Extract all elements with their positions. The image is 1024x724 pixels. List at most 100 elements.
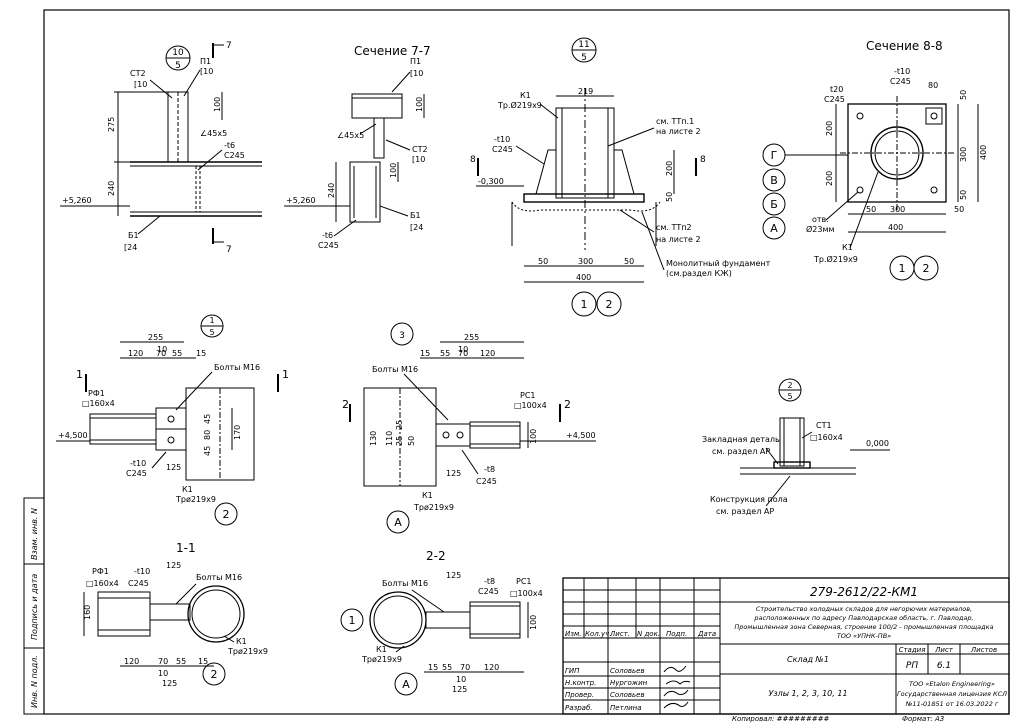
svg-text:см. раздел АР: см. раздел АР: [716, 507, 774, 516]
svg-text:С245: С245: [318, 241, 339, 250]
svg-text:130: 130: [369, 431, 378, 446]
svg-text:[24: [24: [410, 223, 423, 232]
svg-text:80: 80: [928, 81, 938, 90]
stamp-col: Дата: [697, 630, 716, 638]
svg-text:Строительство холодных складов: Строительство холодных складов для негор…: [756, 605, 972, 613]
svg-text:□100х4: □100х4: [514, 401, 547, 410]
svg-text:2: 2: [564, 398, 571, 411]
stamp-col: Кол.уч.: [585, 630, 611, 638]
signature: [663, 665, 691, 709]
svg-text:Закладная деталь: Закладная деталь: [702, 435, 780, 444]
svg-text:□100х4: □100х4: [510, 589, 543, 598]
svg-text:10: 10: [172, 48, 184, 58]
side-label: Инв. N подл.: [30, 655, 39, 708]
svg-text:на листе 2: на листе 2: [656, 127, 701, 136]
svg-text:300: 300: [890, 205, 905, 214]
svg-text:С245: С245: [824, 95, 845, 104]
svg-text:200: 200: [665, 161, 674, 176]
svg-text:45: 45: [203, 414, 212, 424]
svg-text:РС1: РС1: [520, 391, 536, 400]
stamp-role: ГИП: [565, 667, 580, 675]
svg-text:125: 125: [452, 685, 467, 694]
section-title: 1-1: [176, 541, 196, 555]
svg-text:Болты М16: Болты М16: [214, 363, 260, 372]
svg-text:-t10: -t10: [894, 67, 910, 76]
svg-text:Листов: Листов: [970, 646, 997, 654]
svg-text:-0,300: -0,300: [478, 177, 504, 186]
svg-text:Болты М16: Болты М16: [372, 365, 418, 374]
svg-text:П1: П1: [410, 57, 421, 66]
svg-text:110: 110: [385, 431, 394, 446]
svg-text:1: 1: [349, 614, 356, 627]
svg-text:ТОО «УПНК-ПВ»: ТОО «УПНК-ПВ»: [837, 632, 891, 640]
svg-text:Государственная лицензия КСЛ: Государственная лицензия КСЛ: [897, 690, 1007, 698]
svg-text:∠45х5: ∠45х5: [337, 131, 364, 140]
svg-text:50: 50: [407, 436, 416, 446]
svg-text:Трø219х9: Трø219х9: [413, 503, 454, 512]
svg-text:С245: С245: [224, 151, 245, 160]
stamp-col: Подп.: [666, 630, 687, 638]
svg-text:2: 2: [606, 298, 613, 311]
svg-text:1: 1: [209, 316, 214, 325]
svg-text:СТ1: СТ1: [816, 421, 832, 430]
svg-text:7: 7: [226, 245, 232, 255]
svg-text:11: 11: [578, 40, 589, 50]
svg-text:1: 1: [76, 368, 83, 381]
svg-text:№11-01851 от 16.03.2022 г: №11-01851 от 16.03.2022 г: [905, 700, 999, 708]
svg-text:80: 80: [203, 430, 212, 440]
svg-text:П1: П1: [200, 57, 211, 66]
svg-text:+5,260: +5,260: [62, 196, 92, 205]
svg-text:10: 10: [157, 345, 167, 354]
svg-text:45: 45: [203, 446, 212, 456]
svg-text:55: 55: [442, 663, 452, 672]
section-7-7: Сечение 7-7 П1 [10 100 ∠45х5 СТ2 [10 100…: [284, 44, 431, 250]
svg-text:400: 400: [576, 273, 591, 282]
svg-text:С245: С245: [126, 469, 147, 478]
svg-text:6.1: 6.1: [937, 661, 951, 671]
side-label: Подпись и дата: [30, 574, 39, 640]
svg-text:РФ1: РФ1: [88, 389, 105, 398]
svg-text:8: 8: [700, 155, 706, 165]
svg-text:400: 400: [888, 223, 903, 232]
svg-text:200: 200: [825, 121, 834, 136]
side-stamp: [23, 497, 45, 715]
stamp-col: Изм.: [565, 630, 581, 638]
svg-text:70: 70: [460, 663, 470, 672]
node-2: 2 5 СТ1 □160х4 Закладная деталь см. разд…: [702, 378, 890, 516]
svg-text:Промышленная зона Северная, ст: Промышленная зона Северная, строение 100…: [734, 623, 993, 631]
svg-text:50: 50: [866, 205, 876, 214]
svg-text:50: 50: [665, 192, 674, 202]
svg-text:25: 25: [395, 436, 404, 446]
svg-text:400: 400: [979, 145, 988, 160]
svg-text:100: 100: [415, 97, 424, 112]
svg-text:А: А: [394, 516, 402, 529]
svg-text:см. ТТп2: см. ТТп2: [656, 223, 692, 232]
svg-text:Болты М16: Болты М16: [196, 573, 242, 582]
svg-text:Трø219х9: Трø219х9: [361, 655, 402, 664]
svg-text:100: 100: [529, 429, 538, 444]
svg-text:∠45х5: ∠45х5: [200, 129, 227, 138]
svg-text:1: 1: [899, 262, 906, 275]
section-2-2: 2-2 125 -t8 С245 РС1 □100х4 Болты М16 10…: [340, 549, 543, 696]
svg-text:-t6: -t6: [224, 141, 235, 150]
stamp-name: Соловьев: [610, 667, 645, 675]
svg-text:Тр.Ø219х9: Тр.Ø219х9: [497, 100, 542, 110]
svg-text:240: 240: [107, 181, 116, 196]
svg-text:Ø23мм: Ø23мм: [806, 224, 835, 234]
side-label: Взам. инв. N: [30, 508, 39, 560]
svg-text:3: 3: [399, 331, 405, 341]
svg-text:-t6: -t6: [322, 231, 333, 240]
svg-text:2: 2: [923, 262, 930, 275]
svg-text:2: 2: [223, 508, 230, 521]
svg-text:[10: [10: [134, 80, 147, 89]
svg-text:125: 125: [162, 679, 177, 688]
node-11: 11 5 219 К1 Тр.Ø219х9 см. ТТп.1 на листе…: [470, 37, 771, 317]
svg-text:55: 55: [172, 349, 182, 358]
drawing-code: 279-2612/22-КМ1: [810, 585, 918, 599]
svg-text:2: 2: [342, 398, 349, 411]
node-10: 10 5 7 7 275 240 100 СТ2 [10 П1 [10 ∠45х…: [60, 41, 262, 255]
svg-text:275: 275: [107, 117, 116, 132]
svg-text:Б: Б: [770, 198, 778, 211]
svg-text:5: 5: [175, 61, 181, 71]
